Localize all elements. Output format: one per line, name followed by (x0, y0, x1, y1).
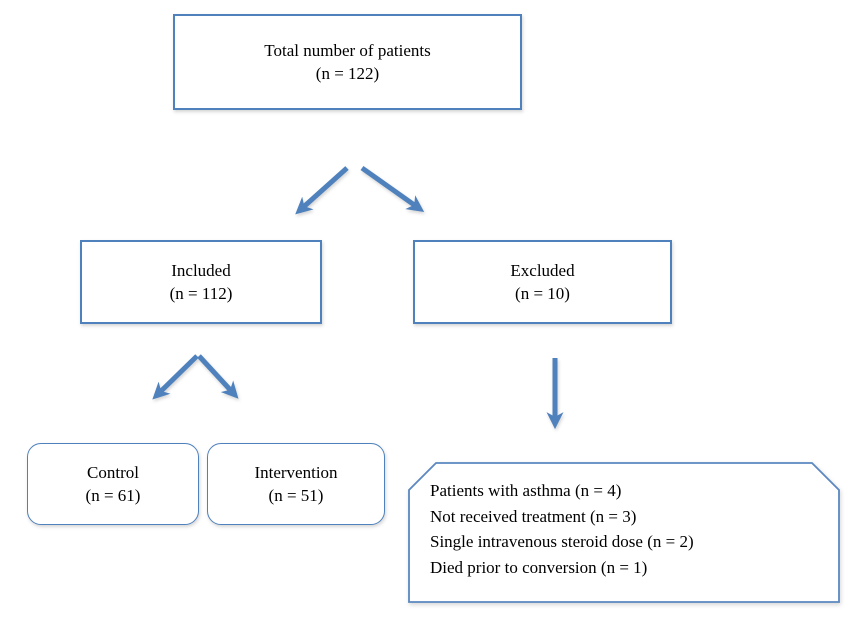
excluded-count: (n = 10) (515, 284, 570, 303)
node-total-patients: Total number of patients (n = 122) (173, 14, 522, 110)
node-included: Included (n = 112) (80, 240, 322, 324)
arrow-included-to-intervention-icon (197, 354, 239, 399)
arrow-included-to-control-icon (152, 354, 199, 400)
reason-line: Not received treatment (n = 3) (430, 506, 637, 526)
node-control: Control (n = 61) (27, 443, 199, 525)
node-intervention: Intervention (n = 51) (207, 443, 385, 525)
intervention-label: Intervention (254, 462, 338, 482)
reason-line: Died prior to conversion (n = 1) (430, 557, 648, 577)
included-label: Included (171, 260, 231, 280)
reason-line: Patients with asthma (n = 4) (430, 481, 622, 500)
reason-line: Single intravenous steroid dose (n = 2) (430, 532, 694, 551)
intervention-count: (n = 51) (268, 486, 324, 505)
total-patients-label: Total number of patients (264, 40, 431, 60)
arrow-total-to-included-icon (295, 166, 349, 215)
snip-corner-box-shape (408, 462, 840, 603)
control-count: (n = 61) (85, 486, 141, 505)
node-exclusion-reasons: Patients with asthma (n = 4) Not receive… (408, 462, 841, 604)
total-patients-count: (n = 122) (315, 64, 380, 83)
included-count: (n = 112) (169, 284, 233, 303)
exclusion-reasons-text: Patients with asthma (n = 4) Not receive… (430, 478, 694, 580)
arrow-total-to-excluded-icon (360, 165, 425, 212)
control-label: Control (87, 462, 139, 482)
excluded-label: Excluded (510, 260, 575, 280)
node-excluded: Excluded (n = 10) (413, 240, 672, 324)
